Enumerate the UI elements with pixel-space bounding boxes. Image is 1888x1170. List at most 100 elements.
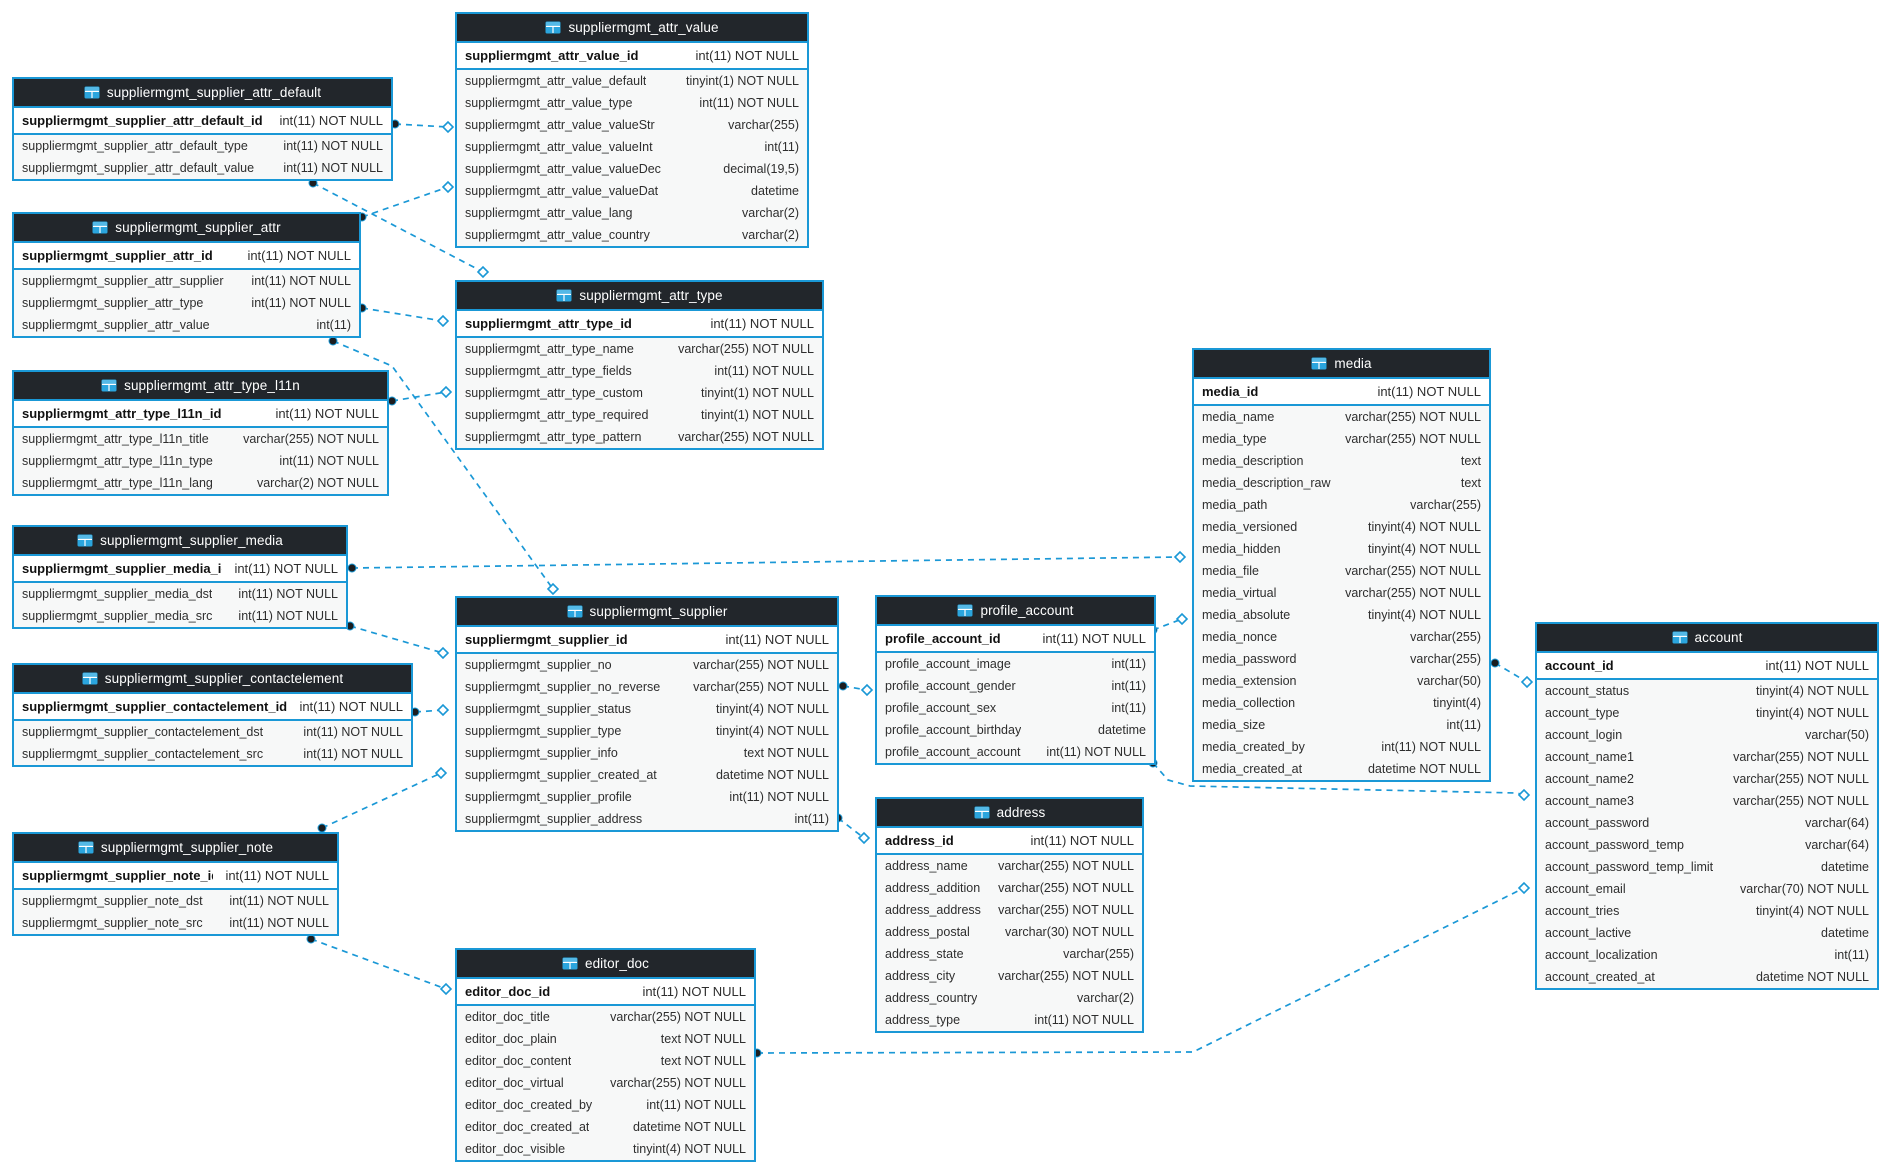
relationship-line[interactable] xyxy=(351,556,1181,569)
relationship-line[interactable] xyxy=(312,182,484,273)
table-header[interactable]: suppliermgmt_supplier_attr_default xyxy=(14,79,391,108)
relationship-line[interactable] xyxy=(349,625,444,654)
relationship-line[interactable] xyxy=(1494,662,1528,683)
relationship-line[interactable] xyxy=(1152,618,1183,631)
table-column-row[interactable]: suppliermgmt_supplier_attr_default_value… xyxy=(14,157,391,179)
table-column-row[interactable]: suppliermgmt_supplier_contactelement_src… xyxy=(14,743,411,765)
table-header[interactable]: suppliermgmt_attr_type xyxy=(457,282,822,311)
relationship-line[interactable] xyxy=(332,340,554,590)
relationship-line[interactable] xyxy=(837,817,865,839)
table-header[interactable]: suppliermgmt_supplier_note xyxy=(14,834,337,863)
table-header[interactable]: suppliermgmt_supplier_contactelement xyxy=(14,665,411,694)
table-header[interactable]: account xyxy=(1537,624,1877,653)
relationship-line[interactable] xyxy=(361,186,449,218)
table-header[interactable]: suppliermgmt_supplier_media xyxy=(14,527,346,556)
table-header[interactable]: address xyxy=(877,799,1142,828)
table-header[interactable]: suppliermgmt_supplier xyxy=(457,598,837,627)
table-column-row[interactable]: suppliermgmt_supplier_contactelement_dst… xyxy=(14,721,411,743)
relationship-line[interactable] xyxy=(391,391,447,402)
